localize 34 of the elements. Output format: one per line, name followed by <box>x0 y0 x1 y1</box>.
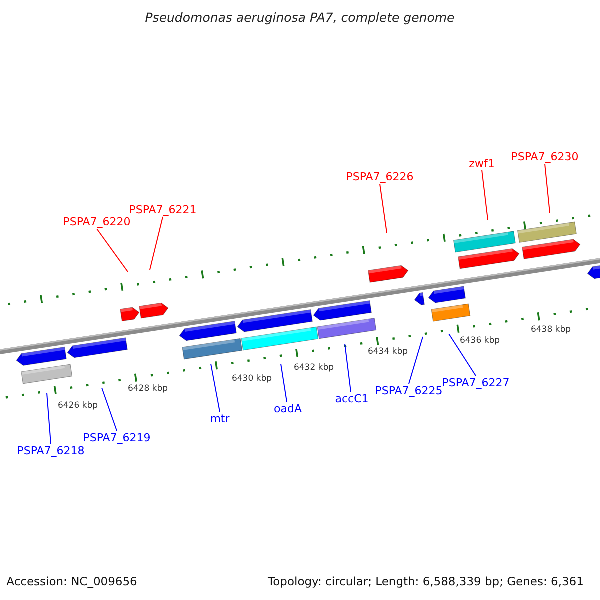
genome-info-text: Topology: circular; Length: 6,588,339 bp; Genes: 6,361 <box>268 576 584 588</box>
scale-label: 6432 kbp <box>294 364 334 372</box>
leader-line <box>210 364 220 412</box>
gene-label: mtr <box>210 414 230 424</box>
gene-label: oadA <box>274 404 302 414</box>
diagram-title: Pseudomonas aeruginosa PA7, complete genome <box>145 12 455 24</box>
gene-label: PSPA7_6226 <box>346 172 414 182</box>
leader-line <box>408 336 424 384</box>
gene-label: zwf1 <box>469 158 495 170</box>
scale-label: 6430 kbp <box>232 374 272 384</box>
gene-label: accC1 <box>335 394 369 404</box>
leader-line <box>544 164 550 214</box>
leader-line <box>344 344 352 392</box>
leader-line <box>150 216 164 270</box>
scale-label: 6428 kbp <box>128 384 168 394</box>
leader-line <box>380 184 388 234</box>
accession-text: Accession: NC_009656 <box>6 576 138 588</box>
leader-line <box>46 392 52 444</box>
gene-label: PSPA7_6221 <box>129 204 197 216</box>
gene-label: PSPA7_6227 <box>442 378 510 388</box>
leader-line <box>102 388 118 432</box>
leader-line <box>280 364 288 402</box>
gene-label: PSPA7_6218 <box>17 446 85 456</box>
scale-label: 6436 kbp <box>460 336 500 346</box>
gene-label: PSPA7_6219 <box>83 432 151 444</box>
scale-label: 6426 kbp <box>58 402 98 410</box>
gene-label: PSPA7_6225 <box>375 386 443 396</box>
leader-line <box>448 334 476 376</box>
leader-line <box>96 228 128 272</box>
gene-label: PSPA7_6220 <box>63 216 131 228</box>
scale-label: 6434 kbp <box>368 348 408 356</box>
gene-label: PSPA7_6230 <box>511 152 579 162</box>
leader-line <box>482 170 488 220</box>
scale-label: 6438 kbp <box>530 326 572 334</box>
